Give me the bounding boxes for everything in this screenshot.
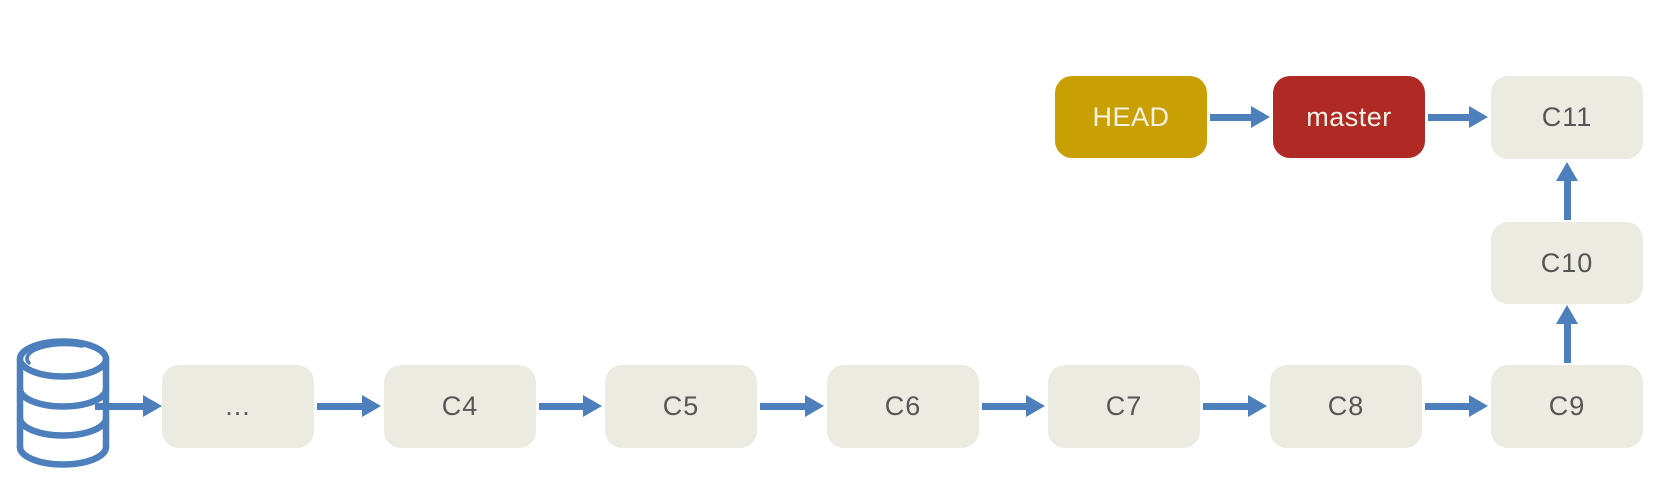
commit-label: ... — [225, 391, 251, 421]
commit-node-c6: C6 — [827, 365, 979, 448]
arrow-c9-to-c10 — [1556, 305, 1578, 363]
arrow-c6-to-c7 — [982, 395, 1045, 417]
arrow-ellipsis-to-c4 — [317, 395, 381, 417]
commit-node-c10: C10 — [1491, 222, 1643, 304]
arrow-c5-to-c6 — [760, 395, 824, 417]
arrow-c7-to-c8 — [1203, 395, 1267, 417]
ref-node-master: master — [1273, 76, 1425, 158]
commit-label: C7 — [1105, 391, 1143, 421]
database-icon — [16, 338, 110, 468]
arrow-c4-to-c5 — [539, 395, 602, 417]
commit-label: C9 — [1548, 391, 1586, 421]
commit-node-c4: C4 — [384, 365, 536, 448]
commit-label: C10 — [1540, 247, 1594, 278]
arrow-c8-to-c9 — [1425, 395, 1488, 417]
ref-node-head: HEAD — [1055, 76, 1207, 158]
arrow-c10-to-c11 — [1556, 162, 1578, 220]
commit-node-c8: C8 — [1270, 365, 1422, 448]
commit-node-c9: C9 — [1491, 365, 1643, 448]
ref-label: master — [1306, 101, 1392, 132]
commit-label: C8 — [1327, 391, 1365, 421]
commit-node-c5: C5 — [605, 365, 757, 448]
ref-label: HEAD — [1092, 101, 1170, 132]
commit-label: C6 — [884, 391, 922, 421]
commit-node-c11: C11 — [1491, 76, 1643, 159]
arrow-head-to-master — [1210, 106, 1270, 128]
commit-label: C5 — [662, 391, 700, 421]
commit-node-ellipsis: ... — [162, 365, 314, 448]
arrow-master-to-c11 — [1428, 106, 1488, 128]
commit-node-c7: C7 — [1048, 365, 1200, 448]
commit-label: C11 — [1541, 102, 1593, 132]
arrow-db-to-ellipsis — [95, 395, 162, 417]
commit-label: C4 — [441, 391, 479, 421]
